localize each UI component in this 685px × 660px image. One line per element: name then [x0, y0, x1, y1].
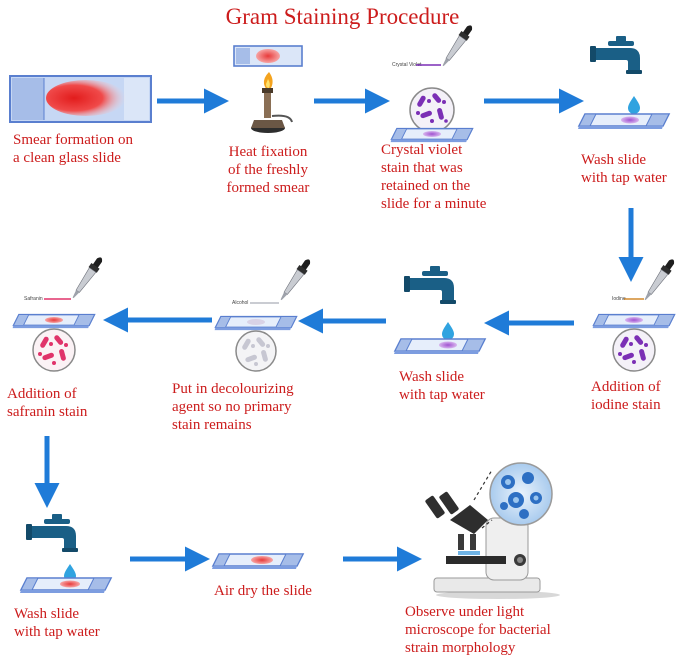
safranin-illustration: Safranin	[11, 254, 106, 372]
caption-iodine-stain: Addition of iodine stain	[591, 379, 661, 413]
bottle-label-safranin: Safranin	[24, 296, 43, 302]
caption-decolourizing: Put in decolourizing agent so no primary…	[172, 381, 294, 433]
faucet-illustration-3	[19, 514, 112, 594]
air-dry-slide-illustration	[211, 553, 304, 570]
alcohol-illustration: Alcohol	[213, 256, 314, 372]
caption-observe-microscope: Observe under light microscope for bacte…	[405, 604, 551, 656]
faucet-illustration-2	[393, 266, 486, 355]
caption-wash-slide-3: Wash slide with tap water	[14, 606, 100, 640]
microscope-illustration	[425, 462, 560, 599]
caption-air-dry: Air dry the slide	[214, 583, 312, 599]
caption-safranin-stain: Addition of safranin stain	[7, 386, 88, 420]
flow-arrows	[34, 88, 644, 572]
caption-wash-slide-1: Wash slide with tap water	[581, 152, 667, 186]
iodine-illustration: Iodine	[591, 256, 678, 372]
caption-heat-fixation: Heat fixation of the freshly formed smea…	[226, 144, 310, 196]
smear-slide-illustration	[9, 75, 152, 123]
diagram-title: Gram Staining Procedure	[225, 4, 460, 29]
bottle-label-crystal-violet: Crystal Violet	[392, 62, 422, 68]
caption-wash-slide-2: Wash slide with tap water	[399, 369, 485, 403]
crystal-violet-illustration: Crystal Violet	[389, 22, 476, 143]
bunsen-burner-illustration	[233, 45, 303, 133]
caption-crystal-violet: Crystal violet stain that was retained o…	[381, 142, 487, 212]
bottle-label-alcohol: Alcohol	[232, 300, 248, 306]
faucet-illustration-1	[577, 36, 670, 130]
caption-smear-formation: Smear formation on a clean glass slide	[13, 132, 133, 166]
bottle-label-iodine: Iodine	[612, 296, 626, 302]
